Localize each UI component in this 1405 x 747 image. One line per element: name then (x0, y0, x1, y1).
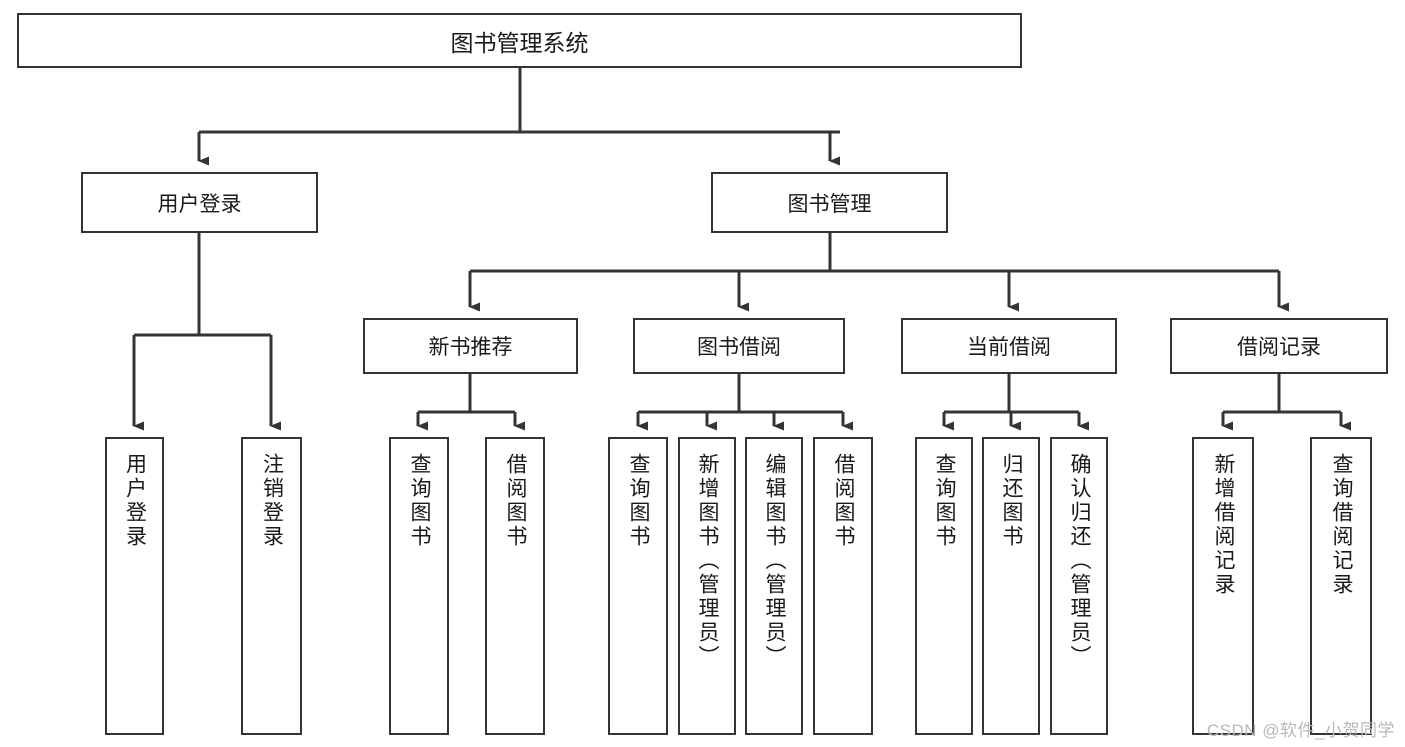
leaf-return-book[interactable]: 归还图书 (982, 437, 1040, 735)
leaf-borrow-book[interactable]: 借阅图书 (813, 437, 873, 735)
leaf-add-book-admin-label: 新增图书（管理员） (696, 453, 720, 669)
leaf-borrow-book-recommend-label: 借阅图书 (504, 453, 528, 549)
leaf-query-borrow-record-label: 查询借阅记录 (1330, 453, 1354, 597)
node-book-borrow[interactable]: 图书借阅 (633, 318, 845, 374)
node-user-login[interactable]: 用户登录 (81, 172, 318, 233)
node-borrow-record[interactable]: 借阅记录 (1170, 318, 1388, 374)
watermark: CSDN @软件_小贺同学 (1206, 721, 1395, 740)
leaf-query-book[interactable]: 查询图书 (608, 437, 668, 735)
leaf-query-book-current-label: 查询图书 (933, 453, 957, 549)
node-borrow-record-label: 借阅记录 (1237, 336, 1321, 359)
node-user-login-label: 用户登录 (157, 192, 242, 216)
leaf-edit-book-admin-label: 编辑图书（管理员） (763, 453, 787, 669)
leaf-confirm-return-admin[interactable]: 确认归还（管理员） (1050, 437, 1108, 735)
node-book-management[interactable]: 图书管理 (711, 172, 948, 233)
leaf-query-book-label: 查询图书 (627, 453, 651, 549)
leaf-query-borrow-record[interactable]: 查询借阅记录 (1310, 437, 1372, 735)
node-current-borrow-label: 当前借阅 (967, 336, 1051, 359)
node-new-book-recommend[interactable]: 新书推荐 (363, 318, 578, 374)
leaf-user-logout-label: 注销登录 (260, 453, 284, 549)
leaf-user-login[interactable]: 用户登录 (105, 437, 164, 735)
node-root-label: 图书管理系统 (450, 29, 589, 56)
leaf-return-book-label: 归还图书 (1000, 453, 1024, 549)
leaf-query-book-current[interactable]: 查询图书 (915, 437, 973, 735)
leaf-add-book-admin[interactable]: 新增图书（管理员） (678, 437, 736, 735)
leaf-add-borrow-record[interactable]: 新增借阅记录 (1192, 437, 1254, 735)
node-current-borrow[interactable]: 当前借阅 (901, 318, 1117, 374)
leaf-query-book-recommend-label: 查询图书 (408, 453, 432, 549)
leaf-borrow-book-recommend[interactable]: 借阅图书 (485, 437, 545, 735)
node-root[interactable]: 图书管理系统 (17, 13, 1022, 68)
leaf-user-login-label: 用户登录 (123, 453, 147, 549)
leaf-add-borrow-record-label: 新增借阅记录 (1212, 453, 1236, 597)
node-new-book-recommend-label: 新书推荐 (428, 336, 513, 359)
leaf-user-logout[interactable]: 注销登录 (241, 437, 302, 735)
node-book-borrow-label: 图书借阅 (697, 336, 781, 359)
leaf-query-book-recommend[interactable]: 查询图书 (389, 437, 449, 735)
leaf-confirm-return-admin-label: 确认归还（管理员） (1068, 453, 1092, 669)
leaf-borrow-book-label: 借阅图书 (832, 453, 856, 549)
node-book-management-label: 图书管理 (787, 192, 872, 216)
leaf-edit-book-admin[interactable]: 编辑图书（管理员） (745, 437, 803, 735)
